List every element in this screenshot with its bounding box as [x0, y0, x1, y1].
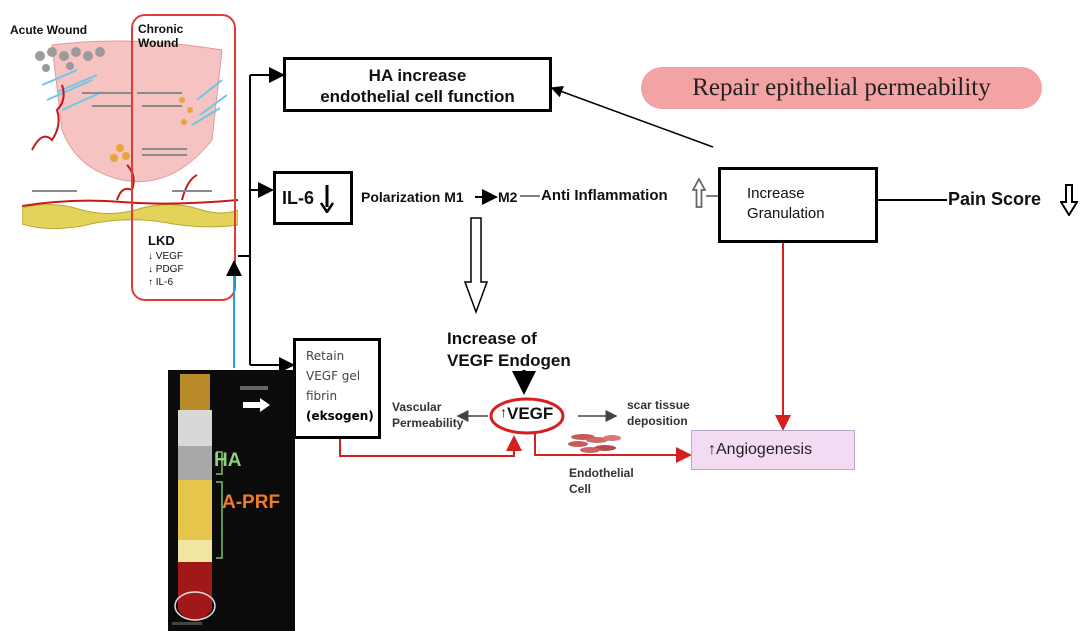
pain-down-arrow-icon — [1060, 184, 1078, 216]
polarization-m1-label: Polarization M1 — [361, 189, 464, 205]
lkd-pdgf: ↓ PDGF — [148, 264, 184, 275]
wound-illustration — [21, 30, 239, 240]
tube-aprf-label: A-PRF — [222, 492, 281, 513]
up-arrow-icon — [692, 178, 706, 208]
ha-box-line2: endothelial cell function — [320, 87, 515, 106]
repair-permeability-banner: Repair epithelial permeability — [641, 67, 1042, 109]
endothelial-line2: Cell — [569, 482, 592, 496]
red-retain-vegf — [339, 435, 522, 457]
aprf-tube-drawing — [172, 374, 270, 625]
lkd-vegf: ↓ VEGF — [148, 251, 184, 262]
ha-endothelial-box: HA increase endothelial cell function — [283, 57, 552, 112]
endothelial-line1: Endothelial — [569, 466, 634, 480]
acute-wound-label: Acute Wound — [10, 23, 88, 37]
wound-drawing — [21, 40, 239, 230]
chronic-label-line1: Chronic — [138, 22, 184, 36]
vascular-line1: Vascular — [392, 400, 442, 414]
granulation-line1: Increase — [747, 185, 805, 202]
down-arrow-icon — [320, 185, 334, 213]
anti-inflammation-label: Anti Inflammation — [541, 187, 668, 204]
retain-line3: fibrin — [306, 389, 338, 403]
increase-vegf-endogen-label: Increase of VEGF Endogen — [447, 328, 571, 372]
endothelial-cells-drawing — [568, 434, 621, 453]
granulation-ha-arrow — [550, 85, 714, 148]
vascular-line2: Permeability — [392, 416, 464, 430]
angiogenesis-label: ↑Angiogenesis — [708, 441, 813, 458]
chronic-label-line2: Wound — [138, 36, 179, 50]
scar-tissue-label: scar tissue deposition — [627, 397, 690, 429]
lkd-title: LKD — [148, 233, 175, 248]
increase-granulation-box: Increase Granulation — [718, 167, 878, 243]
vegf-ellipse — [489, 397, 565, 435]
endothelial-cell-label: Endothelial Cell — [569, 465, 634, 497]
endogen-line1: Increase of — [447, 329, 537, 348]
angiogenesis-box: ↑Angiogenesis — [691, 430, 855, 470]
retain-line2: VEGF gel — [306, 369, 361, 383]
retain-line1: Retain — [306, 349, 345, 363]
vegf-up-arrow: ↑ — [500, 404, 507, 420]
repair-permeability-text: Repair epithelial permeability — [692, 74, 991, 101]
red-vegf-angio — [534, 433, 692, 463]
m2-label: M2 — [498, 189, 518, 205]
il6-label: IL-6 — [282, 188, 315, 208]
ha-box-line1: HA increase — [368, 66, 467, 85]
lkd-block: LKD ↓ VEGF ↓ PDGF ↑ IL-6 — [148, 234, 184, 289]
granulation-line2: Granulation — [747, 205, 825, 222]
retain-eksogen: (eksogen) — [306, 409, 374, 423]
chronic-wound-label: Chronic Wound — [138, 22, 183, 50]
vegf-text: VEGF — [507, 404, 554, 423]
il6-box: IL-6 — [273, 171, 353, 225]
chronic-wound-box — [131, 14, 236, 301]
scar-line2: deposition — [627, 414, 688, 428]
endogen-line2: VEGF Endogen — [447, 351, 571, 370]
lkd-il6: ↑ IL-6 — [148, 277, 174, 288]
pain-score-label: Pain Score — [948, 189, 1042, 209]
hollow-down-arrow — [463, 217, 489, 315]
retain-vegf-box: Retain VEGF gel fibrin (eksogen) — [293, 338, 381, 439]
vascular-permeability-label: Vascular Permeability — [392, 399, 463, 431]
aprf-tube-panel: HA A-PRF — [168, 370, 295, 631]
tube-ha-label: HA — [214, 450, 242, 471]
vegf-label: ↑VEGF — [500, 404, 553, 424]
scar-line1: scar tissue — [627, 398, 690, 412]
